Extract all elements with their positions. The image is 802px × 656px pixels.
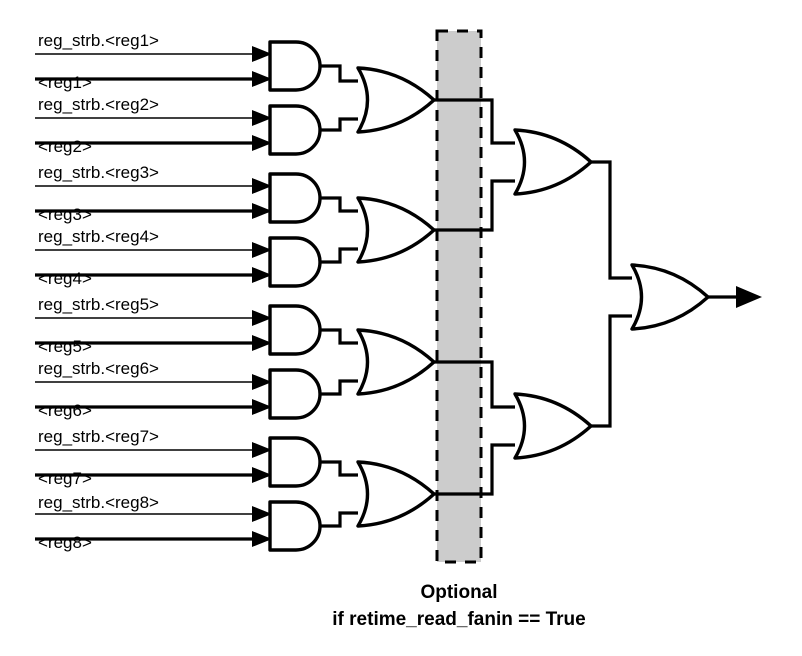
- or-gate-l1-1[interactable]: [356, 66, 436, 134]
- wire-and2-to-or1: [321, 117, 358, 132]
- wire-or4-to-or-l2-bot: [434, 443, 515, 496]
- or-gate-l1-4[interactable]: [356, 460, 436, 528]
- input-label-data-8: <reg8>: [38, 533, 92, 552]
- or-gate-l1-3[interactable]: [356, 328, 436, 396]
- wire-or-l2-bot-to-final: [591, 314, 632, 428]
- input-arrow-data-4: [252, 267, 272, 283]
- input-arrow-strobe-4: [252, 242, 272, 258]
- wire-and1-to-or1: [321, 64, 358, 83]
- input-arrow-strobe-5: [252, 310, 272, 326]
- wire-and3-to-or2: [321, 196, 358, 213]
- wire-and5-to-or3: [321, 328, 358, 345]
- input-arrow-data-6: [252, 399, 272, 415]
- input-arrow-strobe-1: [252, 46, 272, 62]
- wire-and8-to-or4: [321, 511, 358, 528]
- wire-and4-to-or2: [321, 247, 358, 264]
- output-arrow-icon: [736, 286, 762, 308]
- wire-or2-to-or-l2-top: [434, 179, 515, 232]
- input-arrow-strobe-6: [252, 374, 272, 390]
- input-arrow-strobe-7: [252, 442, 272, 458]
- optional-retime-region: [435, 29, 483, 564]
- input-label-strobe-4: reg_strb.<reg4>: [38, 227, 159, 246]
- input-label-data-6: <reg6>: [38, 401, 92, 420]
- input-arrow-data-3: [252, 203, 272, 219]
- and-gate-2[interactable]: [268, 104, 322, 156]
- wire-and7-to-or4: [321, 460, 358, 477]
- or-gate-l2-1[interactable]: [513, 128, 593, 196]
- and-gate-1[interactable]: [268, 40, 322, 92]
- input-label-data-7: <reg7>: [38, 469, 92, 488]
- optional-caption-line2: if retime_read_fanin == True: [332, 609, 585, 630]
- input-arrow-strobe-2: [252, 110, 272, 126]
- input-label-data-4: <reg4>: [38, 269, 92, 288]
- or-gate-l1-2[interactable]: [356, 196, 436, 264]
- optional-caption-line1: Optional: [420, 582, 497, 603]
- input-arrow-data-1: [252, 71, 272, 87]
- input-arrow-strobe-3: [252, 178, 272, 194]
- input-label-data-2: <reg2>: [38, 137, 92, 156]
- and-gate-7[interactable]: [268, 436, 322, 488]
- or-gate-l2-2[interactable]: [513, 392, 593, 460]
- and-gate-3[interactable]: [268, 172, 322, 224]
- input-label-strobe-2: reg_strb.<reg2>: [38, 95, 159, 114]
- input-arrow-data-5: [252, 335, 272, 351]
- and-gate-8[interactable]: [268, 500, 322, 552]
- input-label-data-3: <reg3>: [38, 205, 92, 224]
- and-gate-5[interactable]: [268, 304, 322, 356]
- input-label-strobe-3: reg_strb.<reg3>: [38, 163, 159, 182]
- or-gate-final[interactable]: [630, 263, 710, 331]
- input-label-data-5: <reg5>: [38, 337, 92, 356]
- input-label-strobe-5: reg_strb.<reg5>: [38, 295, 159, 314]
- input-arrow-strobe-8: [252, 506, 272, 522]
- input-label-strobe-7: reg_strb.<reg7>: [38, 427, 159, 446]
- input-arrow-data-2: [252, 135, 272, 151]
- input-arrow-data-8: [252, 531, 272, 547]
- wire-or3-to-or-l2-bot: [434, 360, 515, 409]
- and-gate-4[interactable]: [268, 236, 322, 288]
- and-gate-6[interactable]: [268, 368, 322, 420]
- wire-or-l2-top-to-final: [591, 160, 632, 280]
- input-label-strobe-1: reg_strb.<reg1>: [38, 31, 159, 50]
- input-label-strobe-8: reg_strb.<reg8>: [38, 493, 159, 512]
- input-label-data-1: <reg1>: [38, 73, 92, 92]
- input-arrow-data-7: [252, 467, 272, 483]
- wire-or1-to-or-l2-top: [434, 98, 515, 145]
- wire-and6-to-or3: [321, 379, 358, 396]
- input-label-strobe-6: reg_strb.<reg6>: [38, 359, 159, 378]
